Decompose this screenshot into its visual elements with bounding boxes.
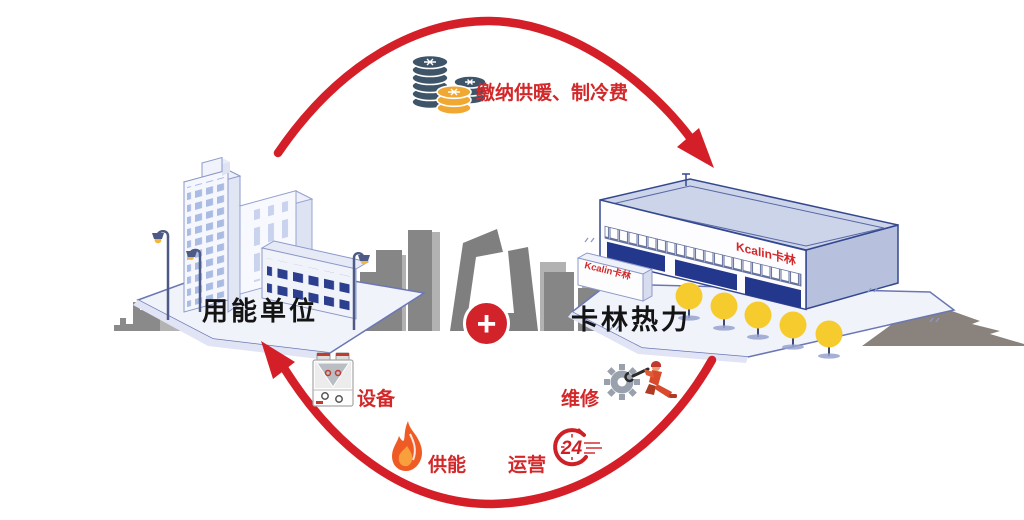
hvac-unit-icon [312, 352, 354, 407]
bottom-arrowhead-icon [261, 341, 295, 379]
pay-fees-label: 缴纳供暖、制冷费 [476, 83, 629, 104]
right-entity-label: 卡林热力 [571, 305, 691, 335]
operation-label: 运营 [508, 455, 547, 476]
top-arrowhead-icon [677, 128, 714, 168]
mid-building [238, 190, 314, 295]
street-lamp-heads [152, 233, 370, 265]
city-skyline-silhouette [114, 229, 1024, 346]
left-entity-label: 用能单位 [202, 296, 319, 326]
equipment-label: 设备 [357, 389, 396, 410]
flame-icon [392, 421, 422, 471]
entrance-sign: Kcalin卡林 [576, 252, 654, 302]
factory-building: Kcalin卡林 [599, 173, 899, 311]
sign-logo: Kcalin卡林 [583, 259, 632, 282]
coins-icon [411, 54, 487, 116]
plus-badge: + [463, 300, 510, 347]
tall-tower [182, 156, 242, 313]
energy-supply-label: 供能 [428, 455, 467, 476]
worker-figure [644, 360, 677, 398]
badge-24: 24 [560, 438, 583, 459]
gear-worker-icon [604, 360, 677, 400]
tree-icons [675, 282, 843, 359]
ground-shadow [862, 301, 1024, 346]
energy-user-buildings [133, 156, 427, 360]
gear-icon [604, 364, 640, 400]
building-logo: Kcalin卡林 [736, 238, 797, 268]
maintenance-label: 维修 [561, 389, 600, 410]
clock-24-icon: 24 [553, 428, 602, 467]
